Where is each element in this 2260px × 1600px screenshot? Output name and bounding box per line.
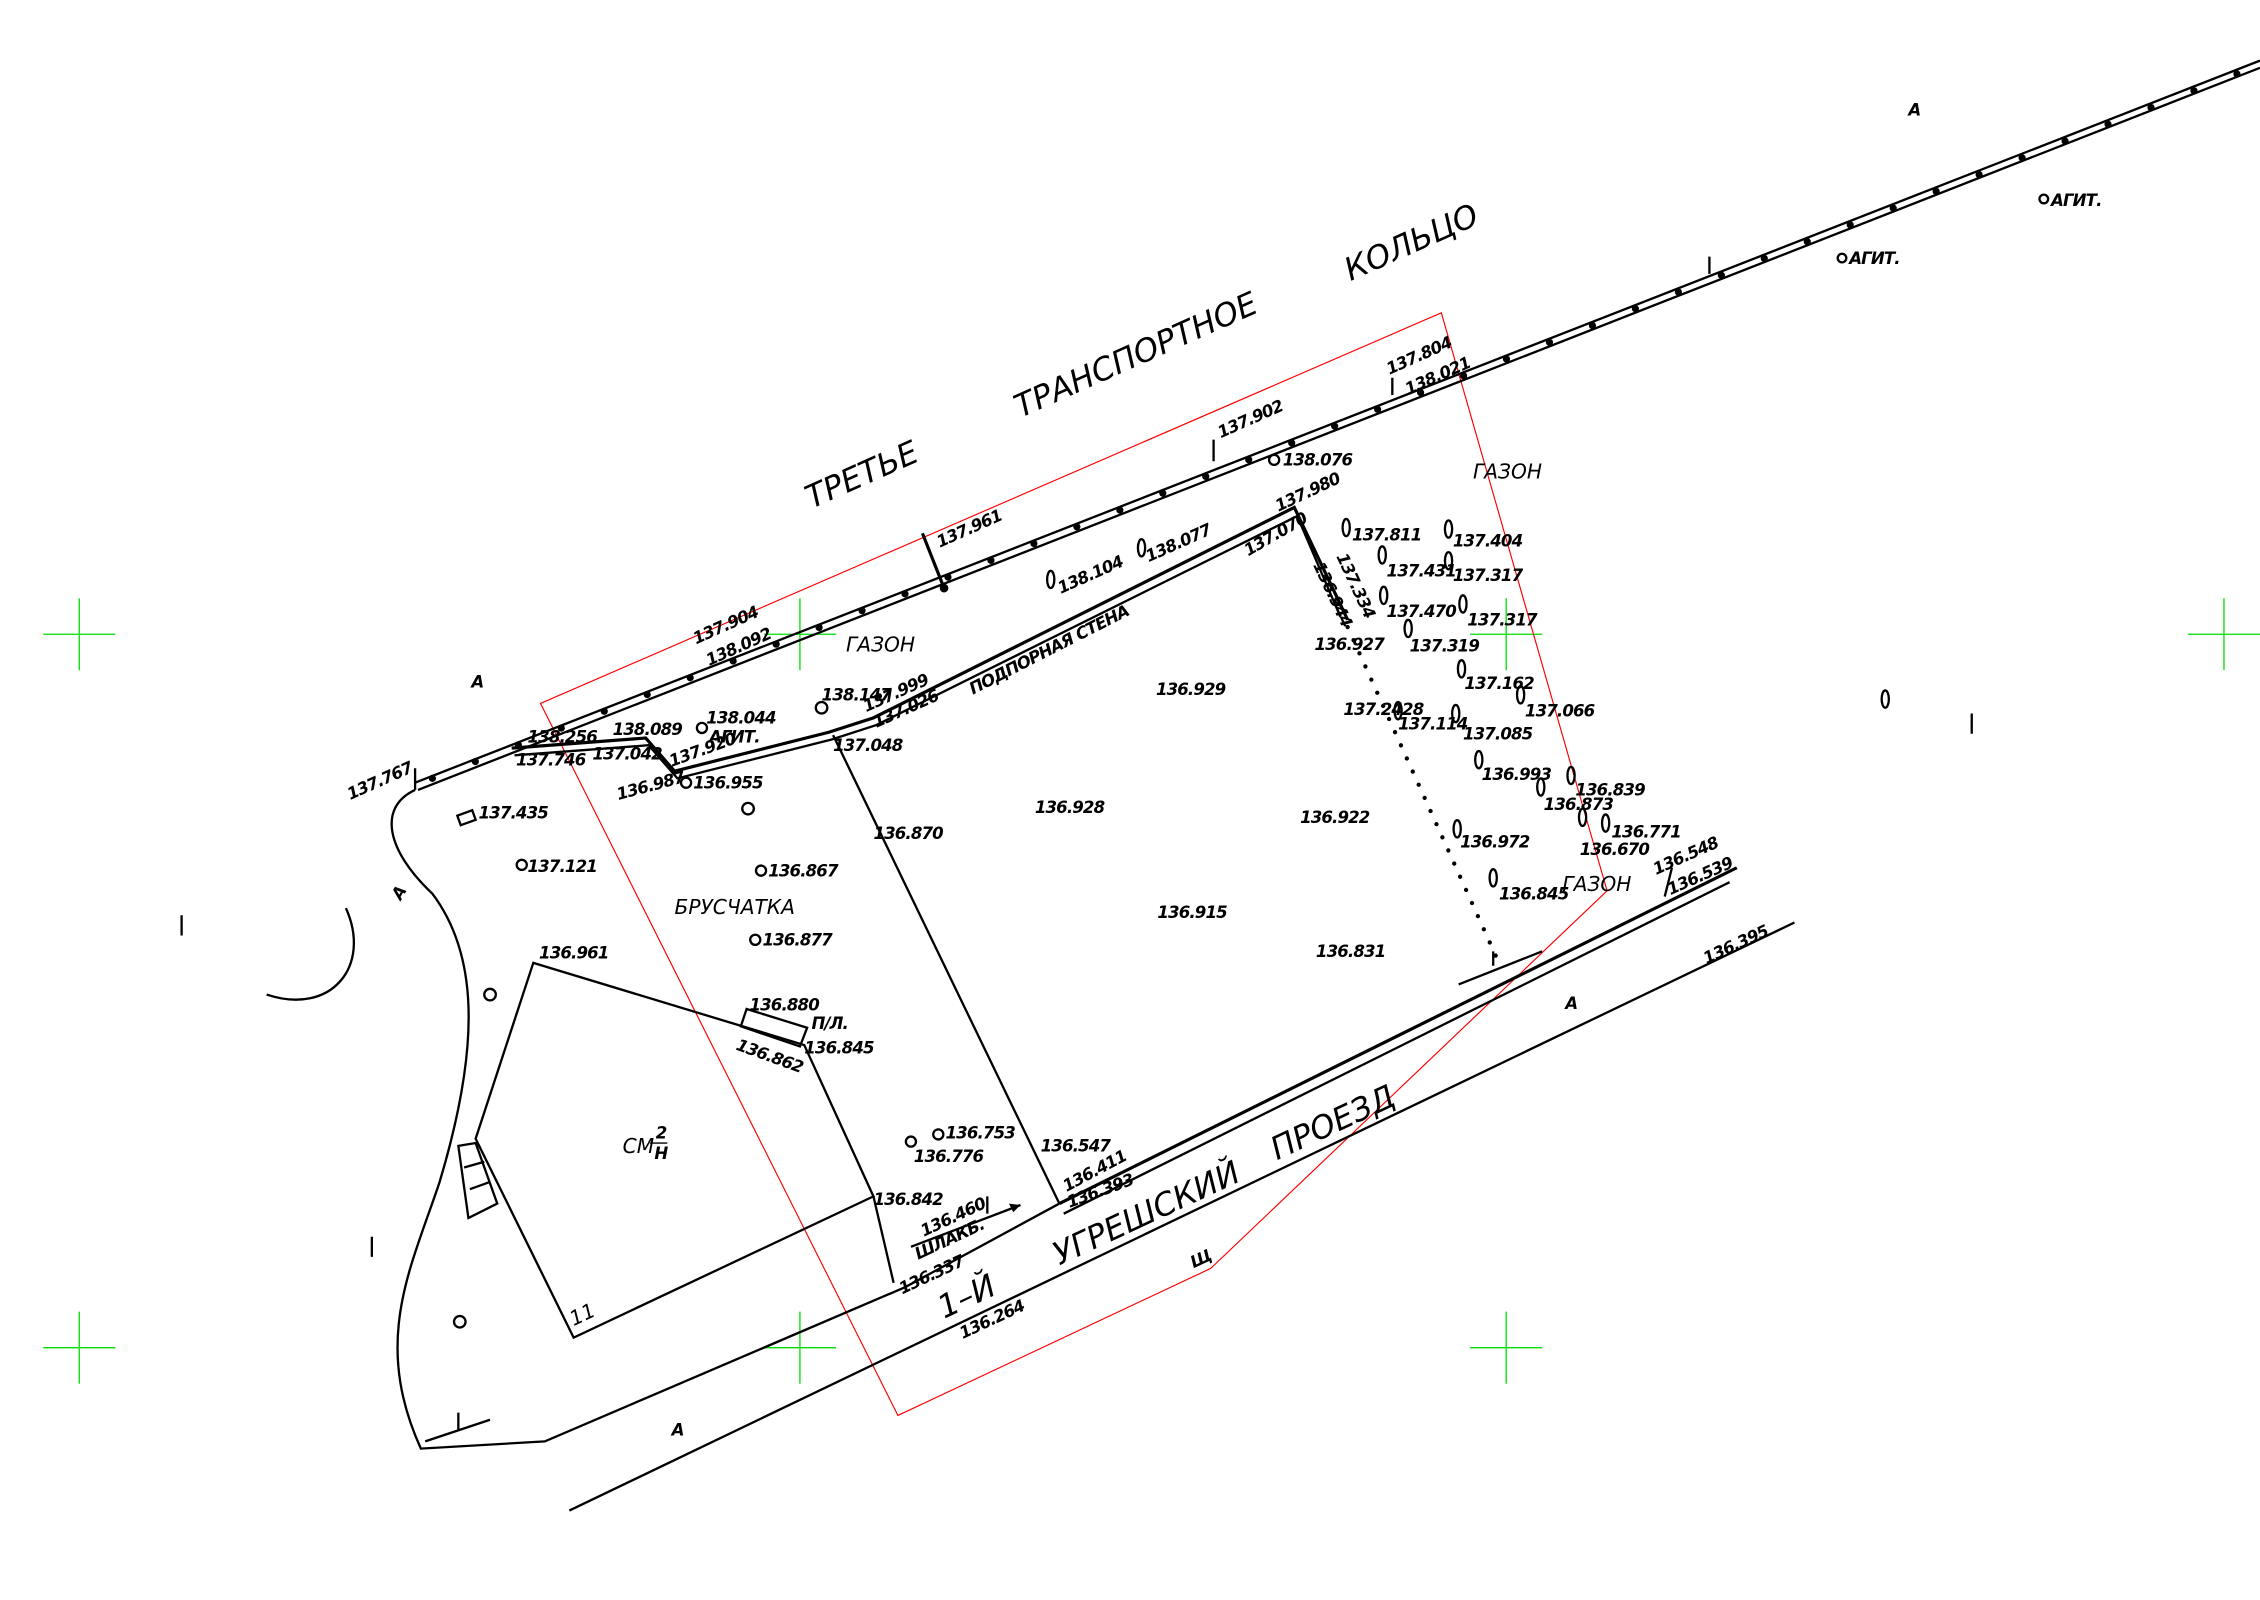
elevation: 137.319 (1410, 637, 1480, 656)
elevation: 136.915 (1157, 903, 1227, 922)
grid-crosshairs (43, 598, 2260, 1384)
label-pl: П/Л. (811, 1014, 848, 1033)
label-lawn: ГАЗОН (846, 633, 915, 657)
elevation: 137.470 (1387, 602, 1457, 621)
elevation: 137.746 (516, 750, 586, 769)
building-material: СМ (623, 1134, 654, 1158)
elevation-labels: 137.904 138.092 137.961 137.902 137.804 … (344, 333, 1771, 1343)
road-name-ring-1: ТРЕТЬЕ (800, 435, 924, 517)
label-a: А (469, 673, 483, 692)
elevation: 137.435 (479, 804, 549, 823)
elevation: 136.547 (1041, 1137, 1112, 1156)
elevation: 136.873 (1544, 795, 1614, 814)
elevation: 136.877 (762, 931, 833, 950)
elevation: 137.085 (1463, 724, 1533, 743)
elevation: 136.880 (749, 995, 819, 1014)
point-markers (180, 193, 2050, 1430)
elevation: 137.980 (1272, 469, 1343, 516)
elevation: 138.089 (613, 720, 683, 739)
ring-road-fence (413, 59, 2260, 791)
elevation: 137.961 (934, 506, 1005, 552)
linework (266, 734, 1795, 1512)
elevation: 137.2428 (1343, 700, 1423, 719)
elevation: 136.776 (914, 1147, 984, 1166)
label-a: А (1906, 100, 1920, 119)
label-paving: БРУСЧАТКА (675, 895, 795, 919)
elevation: 136.839 (1575, 781, 1645, 800)
elevation: 136.845 (1499, 884, 1569, 903)
label-agit: АГИТ. (2049, 191, 2102, 210)
elevation: 136.753 (946, 1124, 1016, 1143)
label-retaining-wall: ПОДПОРНАЯ СТЕНА (966, 601, 1132, 698)
label-lawn: ГАЗОН (1562, 872, 1631, 896)
elevation: 137.404 (1453, 531, 1523, 550)
elevation: 137.048 (833, 736, 903, 755)
elevation: 136.845 (804, 1039, 874, 1058)
building-number: 11 (566, 1298, 599, 1331)
elevation: 136.961 (539, 944, 608, 963)
building-floors-den: Н (654, 1144, 668, 1163)
elevation: 137.317 (1453, 566, 1524, 585)
elevation: 136.929 (1156, 680, 1226, 699)
elevation: 136.670 (1580, 840, 1650, 859)
label-lawn: ГАЗОН (1473, 460, 1542, 484)
elevation: 137.066 (1525, 701, 1595, 720)
elevation: 136.867 (768, 861, 839, 880)
elevation: 136.972 (1460, 833, 1530, 852)
elevation: 138.104 (1055, 552, 1126, 598)
elevation: 136.987 (614, 767, 687, 804)
elevation: 137.162 (1464, 674, 1534, 693)
elevation: 136.922 (1300, 808, 1370, 827)
elevation: 136.771 (1611, 822, 1680, 841)
elevation: 136.842 (873, 1190, 943, 1209)
retaining-wall (511, 505, 1502, 966)
elevation: 136.927 (1314, 635, 1385, 654)
elevation: 136.955 (693, 773, 763, 792)
elevation: 138.077 (1143, 520, 1215, 566)
label-agit: АГИТ. (707, 727, 759, 746)
elevation: 136.831 (1316, 942, 1385, 961)
elevation: 138.256 (528, 727, 598, 746)
elevation: 138.147 (822, 686, 893, 705)
label-a: А (1563, 994, 1577, 1013)
road-name-ring-2: ТРАНСПОРТНОЕ (1009, 286, 1263, 426)
road-name-ring-3: КОЛЬЦО (1339, 198, 1484, 289)
elevation: 138.076 (1283, 451, 1353, 470)
elevation: 137.902 (1215, 396, 1286, 442)
elevation: 137.317 (1467, 611, 1538, 630)
elevation: 137.042 (592, 745, 662, 764)
elevation: 136.993 (1482, 765, 1552, 784)
building-floors-num: 2 (656, 1124, 667, 1143)
building-11 (457, 961, 875, 1340)
elevation: 138.044 (706, 709, 776, 728)
elevation: 137.811 (1352, 526, 1421, 545)
label-agit: АГИТ. (1847, 249, 1900, 268)
site-boundary (539, 312, 1608, 1417)
elevation: 137.114 (1398, 714, 1468, 733)
elevation: 136.928 (1035, 798, 1105, 817)
label-a: А (670, 1421, 684, 1440)
elevation: 136.870 (873, 824, 943, 843)
elevation: 137.431 (1387, 562, 1456, 581)
label-a: А (387, 883, 410, 905)
elevation: 136.395 (1700, 921, 1771, 968)
elevation: 137.121 (528, 857, 597, 876)
